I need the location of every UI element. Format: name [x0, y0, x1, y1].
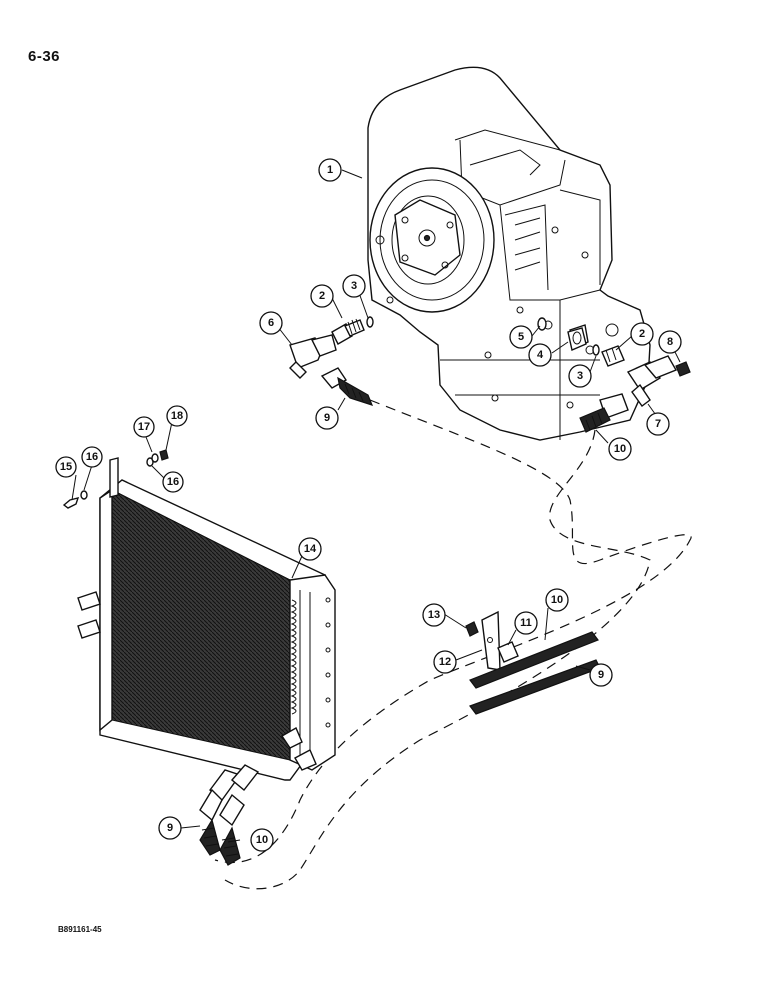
- callout-circle: [608, 437, 632, 461]
- callout-circle: [133, 416, 155, 438]
- callout-number-6: 6: [268, 317, 274, 329]
- hose-route-10: [224, 429, 651, 890]
- callout-number-13: 13: [428, 609, 440, 621]
- figure-id: B891161-45: [58, 925, 102, 934]
- callout-circle: [528, 343, 552, 367]
- callout-number-3-left: 3: [351, 280, 357, 292]
- callout-number-10-mid: 10: [551, 594, 563, 606]
- callout-number-18: 18: [171, 410, 183, 422]
- callout-number-1: 1: [327, 164, 333, 176]
- nut-18: [159, 449, 169, 461]
- callout-number-17: 17: [138, 421, 150, 433]
- hose-clamp-bracket-12: [481, 610, 501, 671]
- o-ring-3-right: [592, 344, 600, 356]
- callout-number-7: 7: [655, 418, 661, 430]
- callout-circle: [630, 322, 654, 346]
- callout-circle: [298, 537, 322, 561]
- callout-number-15: 15: [60, 461, 72, 473]
- callout-circle: [342, 274, 366, 298]
- callout-number-11: 11: [520, 617, 532, 629]
- fitting-connector-2-left: [331, 318, 365, 345]
- callout-number-5: 5: [518, 331, 524, 343]
- callout-circle: [259, 311, 283, 335]
- washer-16-right: [146, 457, 154, 467]
- callout-number-16-left: 16: [86, 451, 98, 463]
- callout-circle: [166, 405, 188, 427]
- callout-circle: [589, 663, 613, 687]
- fitting-10-top: [579, 393, 629, 433]
- callout-circle: [318, 158, 342, 182]
- callout-circle: [568, 364, 592, 388]
- callout-circle: [81, 446, 103, 468]
- o-ring-5: [537, 317, 547, 331]
- fitting-tee-7: [626, 355, 678, 407]
- transmission-housing: [367, 66, 651, 441]
- callout-circle: [310, 284, 334, 308]
- callout-circle: [162, 471, 184, 493]
- callout-number-10-top: 10: [614, 443, 626, 455]
- callout-circle: [315, 406, 339, 430]
- callout-number-14: 14: [304, 543, 317, 555]
- callout-number-9-bottom: 9: [167, 822, 173, 834]
- callout-circle: [545, 588, 569, 612]
- callout-number-10-bottom: 10: [256, 834, 268, 846]
- callout-circle: [422, 603, 446, 627]
- callout-number-2-right: 2: [639, 328, 645, 340]
- callout-number-9-top: 9: [324, 412, 330, 424]
- clamp-11: [497, 641, 519, 663]
- fitting-9-top: [320, 367, 374, 406]
- page-number: 6-36: [28, 48, 61, 65]
- callout-circle: [646, 412, 670, 436]
- lockwasher-17: [151, 453, 159, 463]
- callout-circle: [509, 325, 533, 349]
- callout-circle: [658, 330, 682, 354]
- callout-number-16-right: 16: [167, 476, 179, 488]
- nut-13: [465, 621, 479, 637]
- callout-circle: [55, 456, 77, 478]
- callout-number-4: 4: [537, 349, 544, 361]
- callout-number-9-mid: 9: [598, 669, 604, 681]
- oil-cooler: [77, 457, 336, 781]
- hose-10-section: [469, 631, 599, 689]
- callout-number-8: 8: [667, 336, 673, 348]
- fitting-elbow-6: [289, 334, 337, 379]
- callout-circle: [250, 828, 274, 852]
- washer-16-left: [80, 490, 88, 500]
- callout-number-12: 12: [439, 656, 451, 668]
- callout-number-2-left: 2: [319, 290, 325, 302]
- o-ring-3-left: [366, 316, 374, 328]
- hose-end-10-bottom: [219, 764, 260, 866]
- callout-circle: [433, 650, 457, 674]
- callout-circle: [158, 816, 182, 840]
- bolt-15: [62, 497, 80, 509]
- callout-number-3-right: 3: [577, 370, 583, 382]
- plug-8: [675, 361, 691, 377]
- callout-circle: [514, 611, 538, 635]
- fitting-connector-2-right: [601, 345, 625, 367]
- fitting-4-adapter: [567, 327, 587, 351]
